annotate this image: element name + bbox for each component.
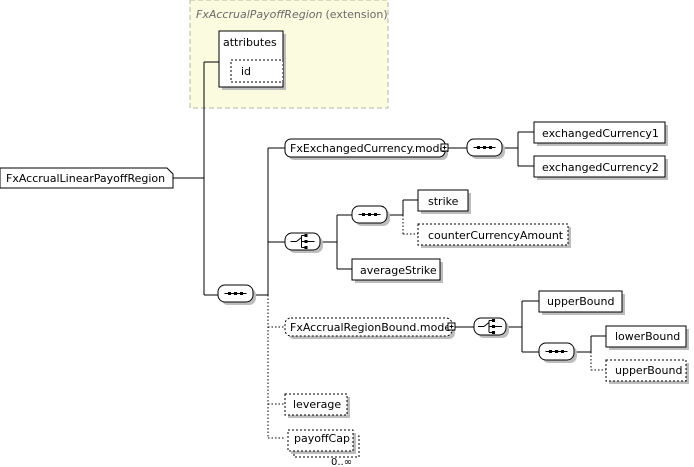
root-element-label: FxAccrualLinearPayoffRegion (6, 172, 165, 185)
attributes-box[interactable]: attributes id (218, 30, 286, 90)
strike-label: strike (428, 195, 459, 208)
element-exchanged-currency-1[interactable]: exchangedCurrency1 (533, 121, 668, 146)
sequence-lower-upper[interactable] (538, 342, 577, 363)
choice-region-bound[interactable] (473, 317, 509, 338)
element-exchanged-currency-2[interactable]: exchangedCurrency2 (533, 155, 668, 180)
group-region-bound-label: FxAccrualRegionBound.model (290, 321, 454, 334)
exchanged-currency-1-label: exchangedCurrency1 (542, 127, 659, 140)
group-region-bound-model[interactable]: FxAccrualRegionBound.model (284, 317, 456, 339)
attributes-label: attributes (223, 36, 277, 49)
upper-bound-1-label: upperBound (547, 295, 614, 308)
element-payoff-cap[interactable]: payoffCap 0..∞ (287, 429, 360, 467)
extension-region: FxAccrualPayoffRegion(extension) attribu… (189, 0, 389, 109)
element-leverage[interactable]: leverage (284, 393, 350, 418)
attribute-id-box[interactable] (230, 59, 284, 83)
element-upper-bound-1[interactable]: upperBound (538, 290, 625, 315)
lower-bound-label: lowerBound (615, 330, 680, 343)
payoff-cap-occurrence: 0..∞ (331, 457, 352, 467)
main-sequence[interactable] (217, 284, 256, 305)
connectors (173, 61, 606, 439)
exchanged-currency-2-label: exchangedCurrency2 (542, 161, 659, 174)
average-strike-label: averageStrike (360, 264, 437, 277)
extension-type-name: FxAccrualPayoffRegion(extension) (196, 8, 388, 21)
element-lower-bound[interactable]: lowerBound (605, 325, 689, 350)
element-average-strike[interactable]: averageStrike (351, 258, 443, 283)
element-upper-bound-2[interactable]: upperBound (605, 359, 689, 384)
upper-bound-2-label: upperBound (615, 364, 682, 377)
root-element[interactable]: FxAccrualLinearPayoffRegion (0, 167, 174, 189)
choice-compositor[interactable] (284, 232, 323, 253)
counter-currency-amount-label: counterCurrencyAmount (428, 229, 564, 242)
sequence-strike[interactable] (351, 205, 390, 226)
element-counter-currency-amount[interactable]: counterCurrencyAmount (417, 223, 571, 248)
group-exchanged-currency-model[interactable]: FxExchangedCurrency.model (284, 138, 449, 160)
sequence-exchanged-currency[interactable] (466, 138, 505, 159)
leverage-label: leverage (293, 398, 341, 411)
element-strike[interactable]: strike (417, 189, 471, 214)
attribute-id-label: id (241, 65, 251, 78)
group-exchanged-currency-label: FxExchangedCurrency.model (290, 142, 449, 155)
payoff-cap-label: payoffCap (294, 432, 350, 445)
